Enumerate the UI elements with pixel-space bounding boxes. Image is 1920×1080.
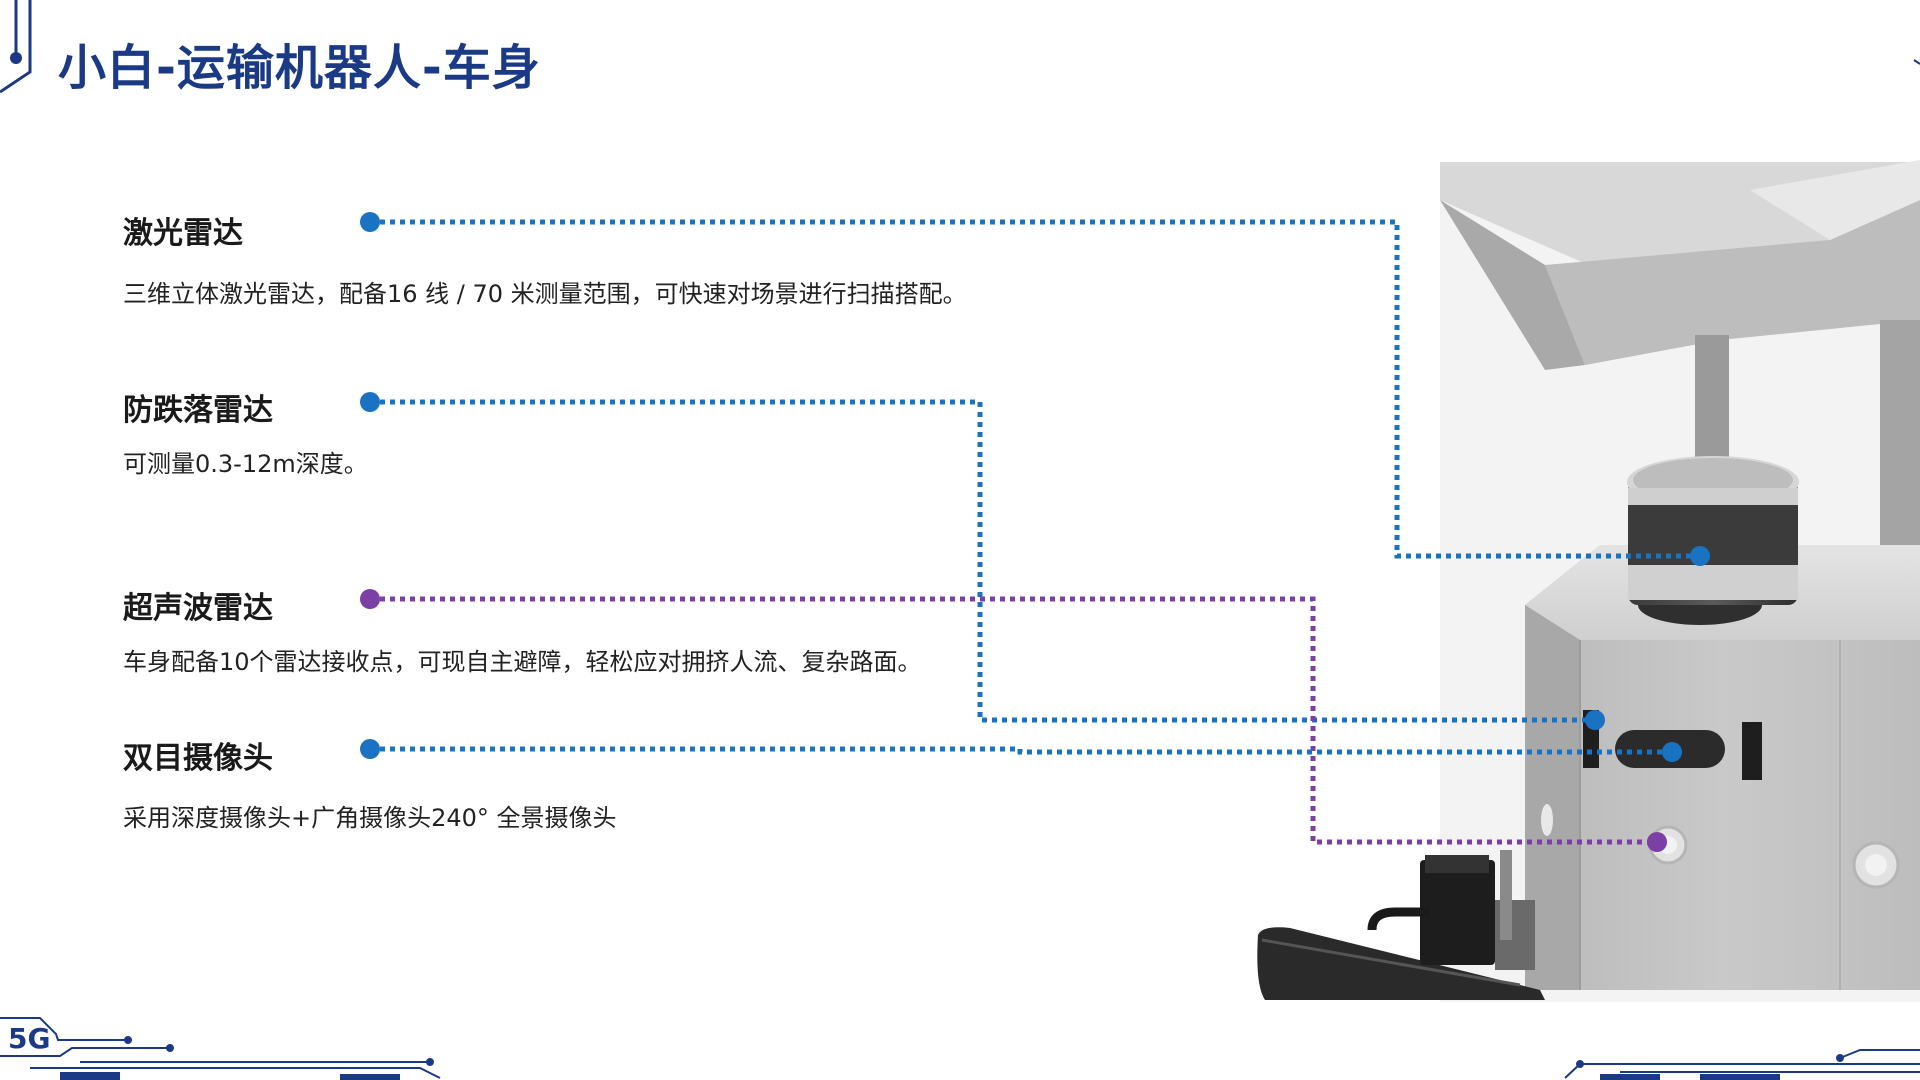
circuit-decoration-bottom-right	[1564, 1049, 1920, 1080]
corner-decoration-top-left	[0, 0, 32, 94]
badge-5g: 5G	[8, 1022, 51, 1055]
robot-post	[1695, 335, 1729, 475]
connector-fall-radar	[360, 392, 1605, 730]
feature-title-camera: 双目摄像头	[123, 741, 273, 776]
circuit-decoration-bottom-left	[0, 1017, 441, 1080]
connector-lidar	[360, 212, 1710, 566]
feature-desc-camera: 采用深度摄像头+广角摄像头240° 全景摄像头	[123, 804, 617, 832]
page-title: 小白-运输机器人-车身	[58, 40, 541, 96]
robot-bumper	[1257, 850, 1545, 1000]
corner-decoration-top-right	[1913, 59, 1920, 65]
ultrasonic-sensor	[1852, 841, 1900, 889]
robot-screen	[1440, 160, 1920, 370]
feature-desc-ultrasonic: 车身配备10个雷达接收点，可现自主避障，轻松应对拥挤人流、复杂路面。	[123, 648, 922, 676]
feature-desc-lidar: 三维立体激光雷达，配备16 线 / 70 米测量范围，可快速对场景进行扫描搭配。	[123, 280, 967, 308]
feature-title-fall-radar: 防跌落雷达	[123, 393, 273, 428]
side-slot	[1742, 722, 1762, 780]
feature-title-lidar: 激光雷达	[123, 216, 243, 251]
lidar-sensor	[1627, 456, 1799, 625]
robot-post	[1880, 320, 1920, 580]
feature-desc-fall-radar: 可测量0.3-12m深度。	[123, 450, 368, 478]
feature-title-ultrasonic: 超声波雷达	[123, 591, 273, 626]
ultrasonic-sensor-side	[1541, 804, 1553, 836]
connector-ultrasonic	[360, 589, 1667, 852]
connector-camera	[360, 739, 1682, 762]
